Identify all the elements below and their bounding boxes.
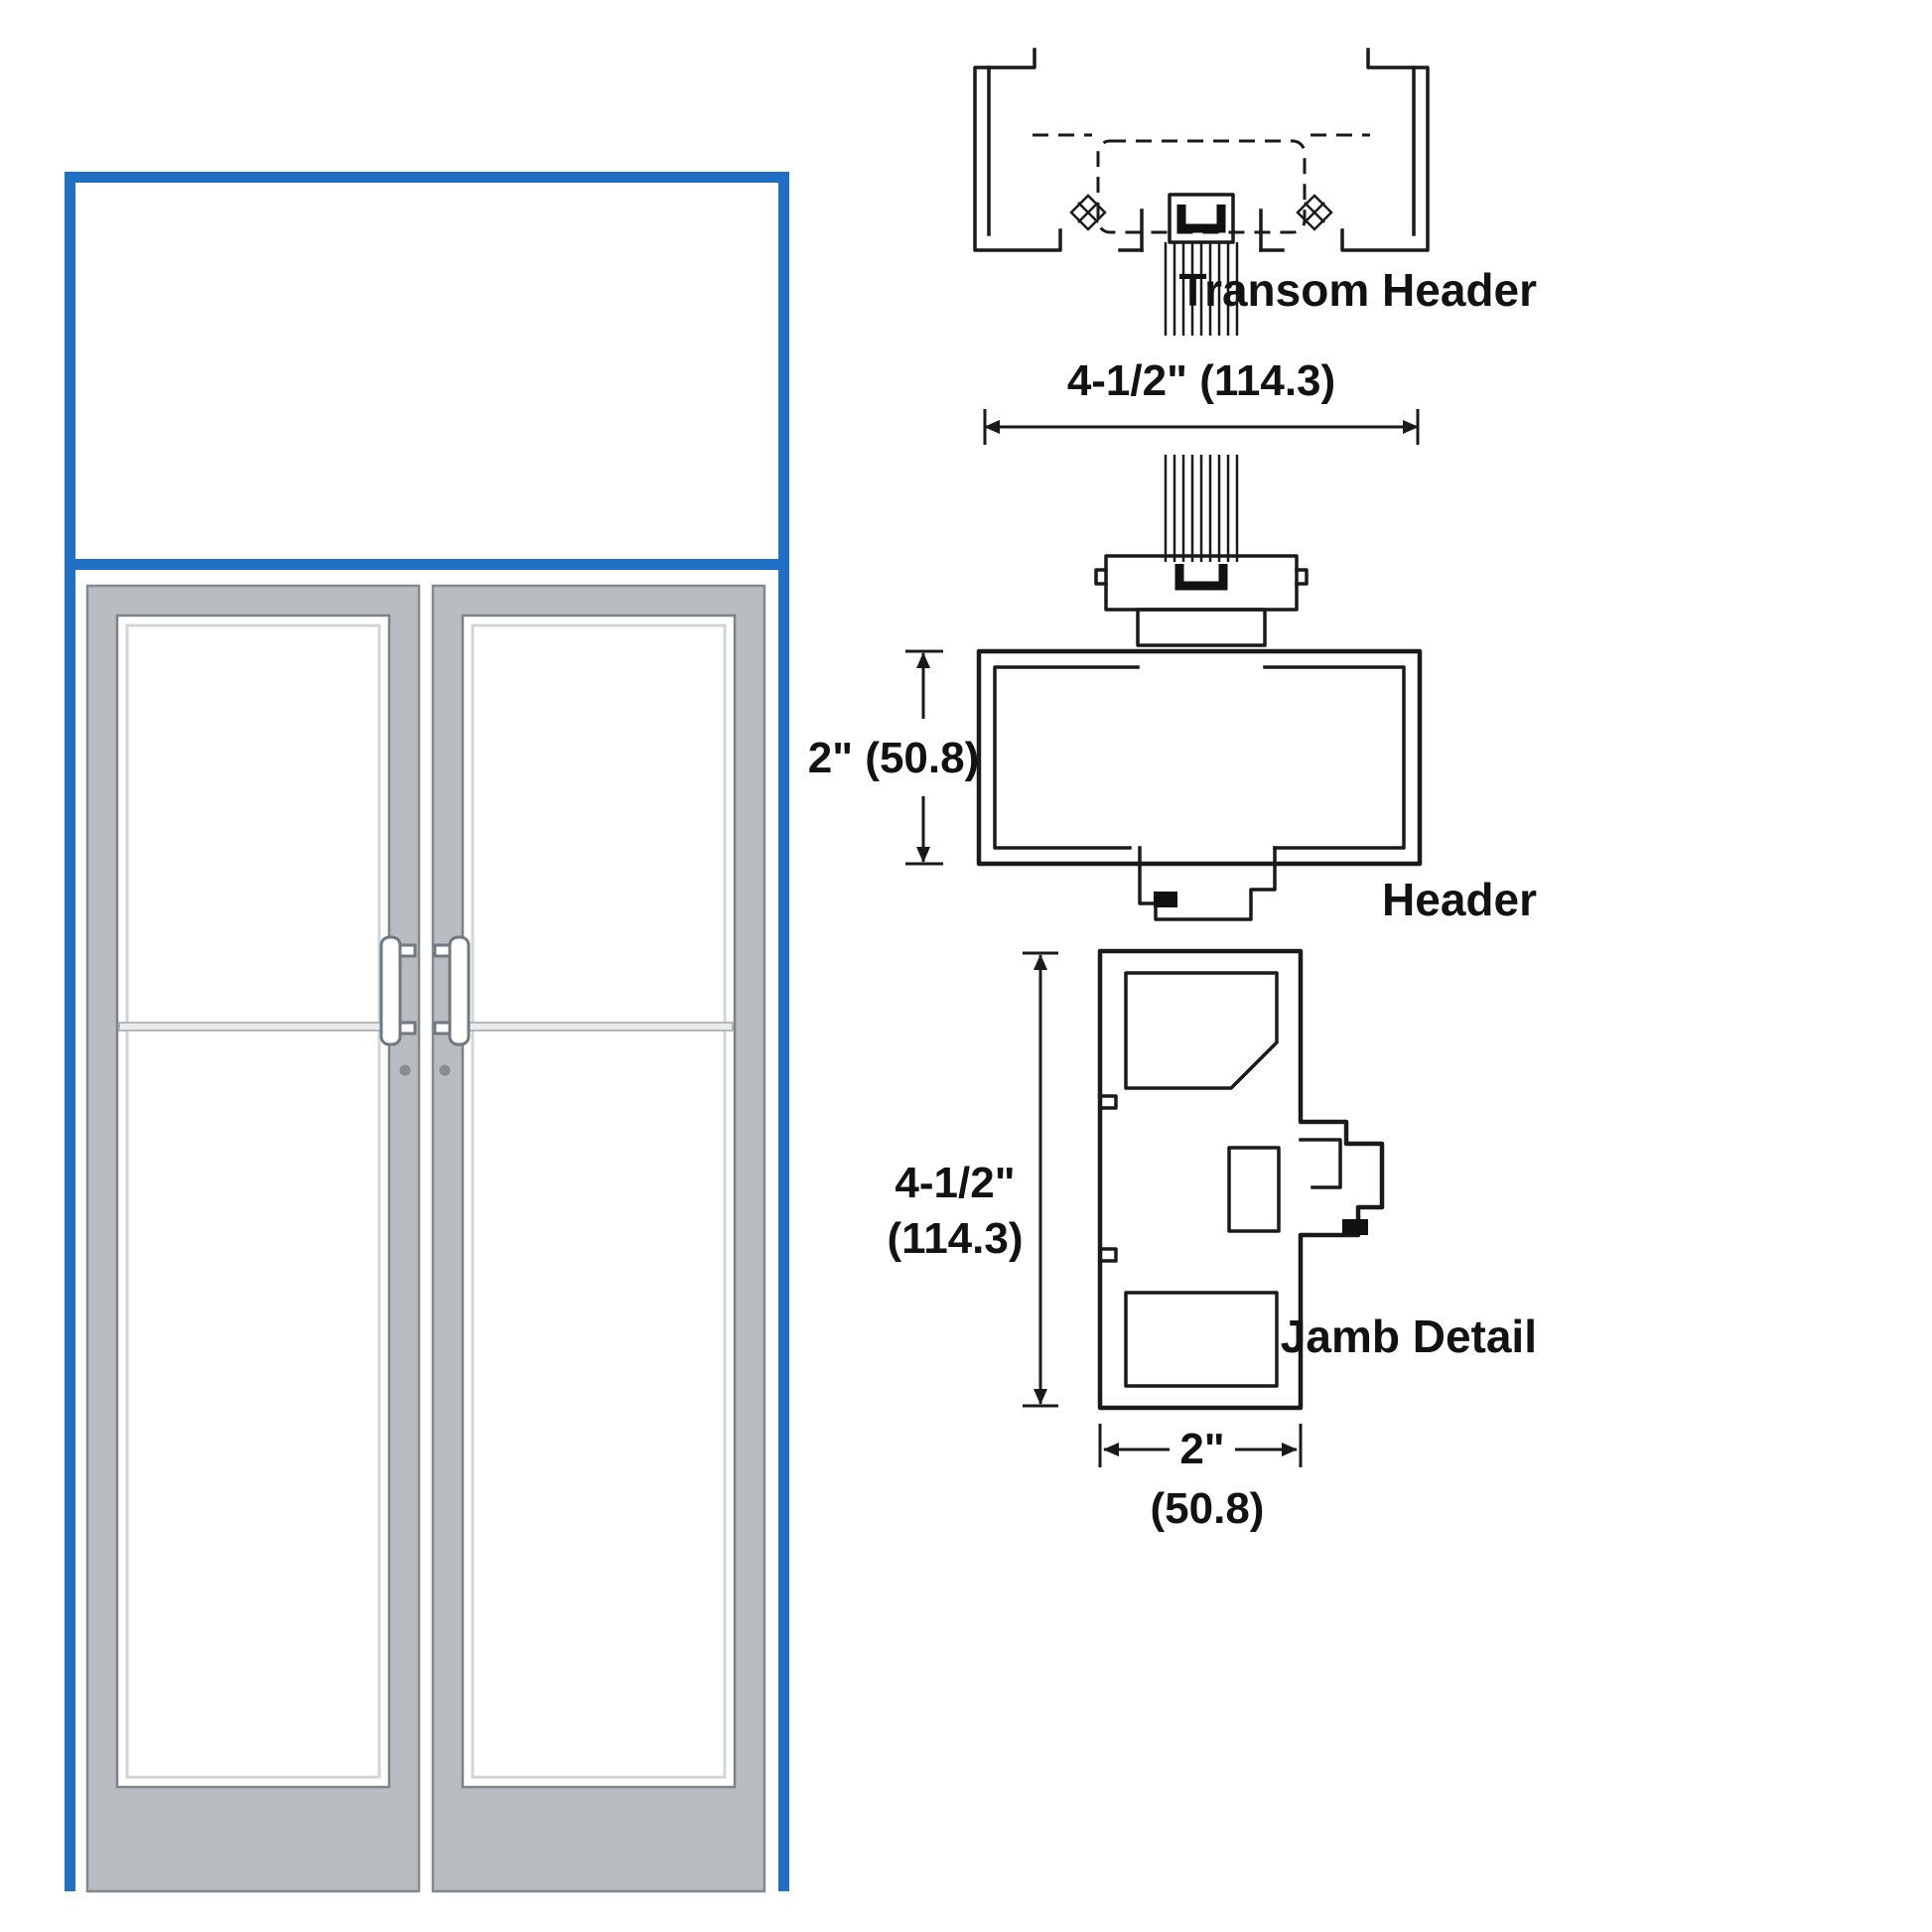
transom-fastener-right (1296, 194, 1333, 231)
door-elevation (65, 172, 789, 1893)
header-section: 2" (50.8) Header (808, 455, 1537, 925)
dim-jamb-width: 2" (50.8) (1098, 1424, 1303, 1533)
dim-jamb-height: 4-1/2" (114.3) (888, 951, 1058, 1408)
transom-dashed-frame (1096, 139, 1307, 234)
transom-fastener-left (1069, 194, 1107, 231)
frame-transom-bar (65, 559, 789, 570)
header-tube (976, 648, 1423, 867)
door-left-cylinder-dot (399, 1064, 411, 1076)
dim-header-width: 4-1/2" (114.3) (983, 356, 1420, 445)
dim-jamb-width-line1: 2" (1179, 1425, 1224, 1473)
dim-jamb-width-line2: (50.8) (1151, 1484, 1265, 1533)
transom-setting-block (1176, 205, 1226, 233)
header-setting-block (1174, 564, 1228, 591)
jamb-section: 4-1/2" (114.3) Jamb Detail 2" (50.8) (888, 948, 1537, 1533)
header-glass-lines (1164, 455, 1239, 562)
header-label: Header (1382, 874, 1537, 925)
transom-glass-lines (1164, 242, 1239, 336)
door-left-glass (115, 614, 391, 1789)
jamb-profile (1097, 948, 1385, 1411)
dim-header-depth: 2" (50.8) (808, 649, 980, 866)
jamb-detail-label: Jamb Detail (1281, 1311, 1537, 1362)
door-pull-handle-left (379, 935, 417, 1046)
door-left-glass-bevel (125, 623, 381, 1779)
transom-glass (75, 183, 778, 559)
header-door-stop (1138, 846, 1277, 921)
door-left-midrail (118, 1022, 388, 1032)
dim-jamb-height-line1: 4-1/2" (895, 1159, 1015, 1207)
door-right-midrail (464, 1022, 734, 1032)
door-right-cylinder-dot (439, 1064, 451, 1076)
dim-header-depth-text: 2" (50.8) (808, 734, 980, 782)
door-right-glass-bevel (471, 623, 727, 1779)
transom-header-label: Transom Header (1179, 264, 1538, 316)
header-glazing-adaptor (1094, 554, 1309, 647)
frame-right (778, 172, 789, 1891)
frame-top (65, 172, 789, 183)
frame-left (65, 172, 75, 1891)
dim-header-width-text: 4-1/2" (114.3) (1067, 356, 1335, 405)
transom-header-section: Transom Header (973, 48, 1538, 336)
door-pull-handle-right (433, 935, 471, 1046)
door-right-glass (461, 614, 737, 1789)
dim-jamb-height-line2: (114.3) (888, 1214, 1024, 1263)
